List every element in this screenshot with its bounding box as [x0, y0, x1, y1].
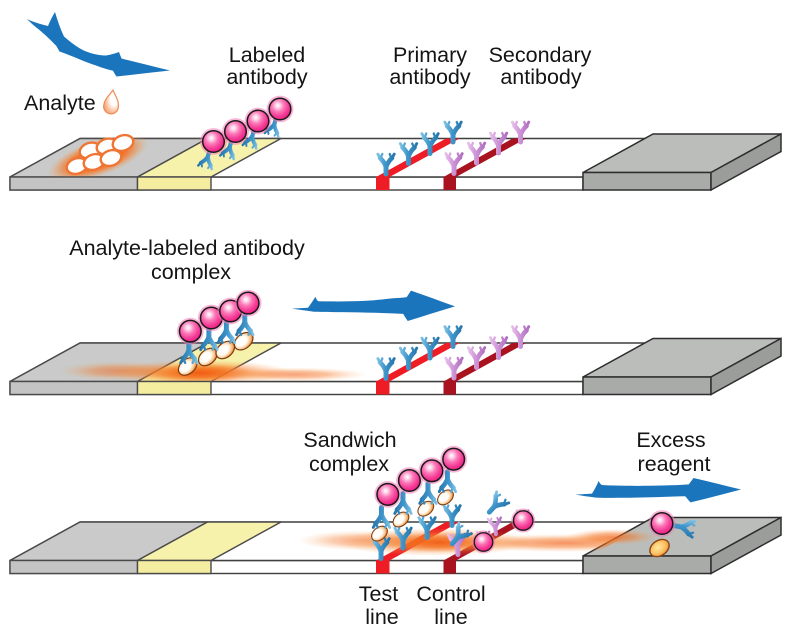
svg-text:Primary: Primary	[393, 43, 467, 67]
svg-text:Excess: Excess	[636, 428, 705, 452]
svg-text:reagent: reagent	[638, 452, 711, 476]
svg-text:Analyte: Analyte	[24, 91, 96, 115]
svg-text:Control: Control	[416, 582, 485, 606]
svg-text:antibody: antibody	[389, 65, 471, 89]
svg-text:Secondary: Secondary	[489, 43, 592, 67]
svg-text:antibody: antibody	[500, 65, 582, 89]
svg-text:complex: complex	[151, 260, 231, 284]
svg-text:antibody: antibody	[226, 65, 308, 89]
svg-text:Labeled: Labeled	[229, 43, 306, 67]
svg-text:Test: Test	[359, 582, 398, 606]
svg-text:Sandwich: Sandwich	[303, 428, 396, 452]
svg-text:Analyte-labeled antibody: Analyte-labeled antibody	[69, 236, 305, 260]
svg-text:complex: complex	[309, 452, 389, 476]
svg-text:line: line	[434, 605, 467, 629]
svg-text:line: line	[365, 605, 398, 629]
